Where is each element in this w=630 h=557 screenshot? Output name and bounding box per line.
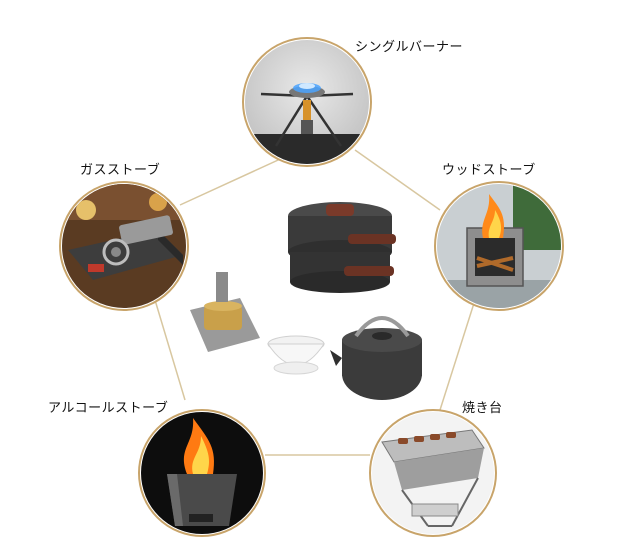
- label-single-burner: シングルバーナー: [355, 40, 464, 55]
- cookware-set-image: [190, 202, 422, 400]
- grill-image: [369, 409, 497, 537]
- gas-stove-image: [59, 181, 189, 311]
- single-burner-image: [242, 37, 372, 167]
- wood-stove-image: [434, 181, 564, 311]
- label-grill: 焼き台: [462, 401, 503, 416]
- label-gas-stove: ガスストーブ: [80, 163, 161, 178]
- label-alcohol-stove: アルコールストーブ: [48, 401, 169, 416]
- alcohol-stove-image: [138, 409, 266, 537]
- label-wood-stove: ウッドストーブ: [442, 163, 536, 178]
